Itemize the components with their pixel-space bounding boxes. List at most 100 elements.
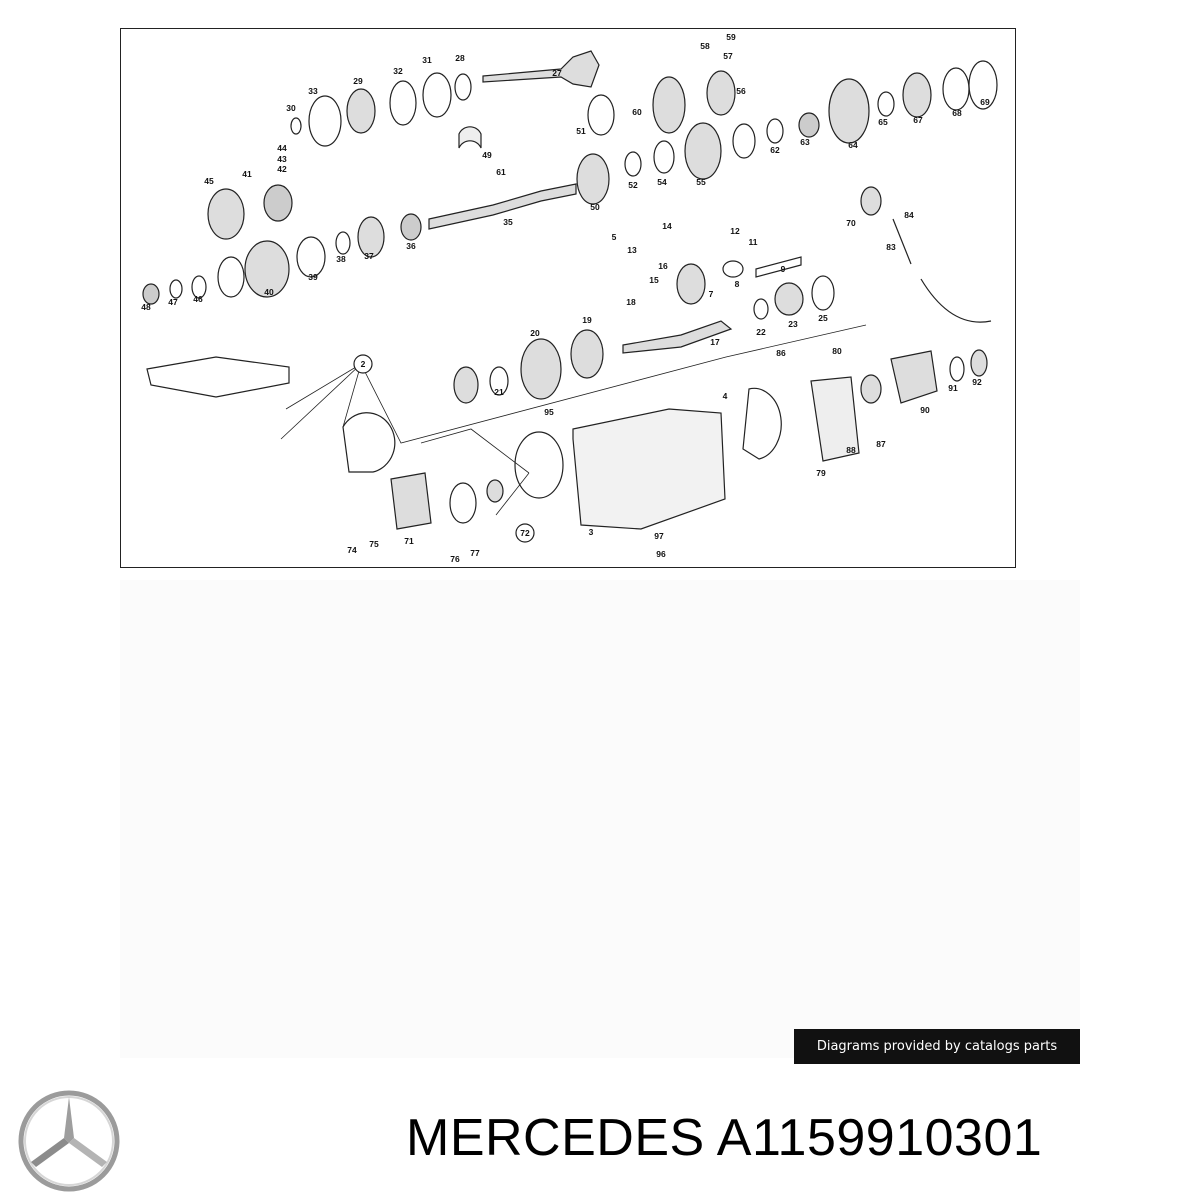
- part-label-95: 95: [544, 407, 554, 417]
- part-label-63: 63: [800, 137, 810, 147]
- gear-50: [576, 153, 610, 205]
- part-label-50: 50: [590, 202, 600, 212]
- leader-line: [420, 428, 530, 516]
- background-panel: [120, 580, 1080, 1058]
- gear-55: [684, 122, 722, 180]
- ring-21: [489, 366, 509, 396]
- part-label-39: 39: [308, 272, 318, 282]
- ring-30: [290, 117, 302, 135]
- needle-48: [142, 283, 160, 305]
- part-label-20: 20: [530, 328, 540, 338]
- part-label-12: 12: [730, 226, 740, 236]
- bearing-29: [346, 88, 376, 134]
- gear-7: [676, 263, 706, 305]
- callout-circle-2: [353, 354, 373, 374]
- part-label-61: 61: [496, 167, 506, 177]
- rear-housing-79: [810, 376, 860, 462]
- part-label-31: 31: [422, 55, 432, 65]
- part-label-44: 44: [277, 143, 287, 153]
- part-label-83: 83: [886, 242, 896, 252]
- part-label-67: 67: [913, 115, 923, 125]
- gear-64: [828, 78, 870, 144]
- seal-92: [970, 349, 988, 377]
- part-label-18: 18: [626, 297, 636, 307]
- washer-52: [624, 151, 642, 177]
- part-label-57: 57: [723, 51, 733, 61]
- part-label-32: 32: [393, 66, 403, 76]
- bearing-21b: [453, 366, 479, 404]
- part-label-90: 90: [920, 405, 930, 415]
- synchro-45: [207, 188, 245, 240]
- part-label-75: 75: [369, 539, 379, 549]
- part-label-46: 46: [193, 294, 203, 304]
- ring-31: [422, 72, 452, 118]
- part-label-88: 88: [846, 445, 856, 455]
- part-label-38: 38: [336, 254, 346, 264]
- attribution-banner: Diagrams provided by catalogs parts: [794, 1029, 1080, 1064]
- part-label-51: 51: [576, 126, 586, 136]
- part-label-59: 59: [726, 32, 736, 42]
- part-label-21: 21: [494, 387, 504, 397]
- part-label-33: 33: [308, 86, 318, 96]
- part-label-92: 92: [972, 377, 982, 387]
- part-label-25: 25: [818, 313, 828, 323]
- part-label-79: 79: [816, 468, 826, 478]
- part-label-36: 36: [406, 241, 416, 251]
- part-label-23: 23: [788, 319, 798, 329]
- part-label-80: 80: [832, 346, 842, 356]
- part-label-60: 60: [632, 107, 642, 117]
- ring-39b: [217, 256, 245, 298]
- shaft-9: [755, 256, 802, 278]
- part-label-29: 29: [353, 76, 363, 86]
- gear-60: [652, 76, 686, 134]
- part-label-40: 40: [264, 287, 274, 297]
- mercedes-star-icon: [18, 1090, 120, 1192]
- part-label-43: 43: [277, 154, 287, 164]
- part-label-9: 9: [781, 264, 786, 274]
- callout-circle-72: [515, 523, 535, 543]
- ring-51: [587, 94, 615, 136]
- part-label-3: 3: [589, 527, 594, 537]
- gasket-cover: [342, 412, 396, 473]
- part-label-84: 84: [904, 210, 914, 220]
- gear-19: [570, 329, 604, 379]
- part-label-13: 13: [627, 245, 637, 255]
- part-number-labels: 2345789111213141516171819202122232527282…: [141, 32, 990, 564]
- part-number: A1159910301: [716, 1109, 1043, 1167]
- bearing-23: [774, 282, 804, 316]
- bushing-8: [722, 260, 744, 278]
- hub-41: [263, 184, 293, 222]
- ring-25: [811, 275, 835, 311]
- gearbox-housing-3: [572, 408, 726, 530]
- main-shaft-35: [428, 183, 577, 230]
- gearbox-exploded-view: 2345789111213141516171819202122232527282…: [141, 32, 998, 564]
- ring-33: [308, 95, 342, 147]
- bearing-shell-49: [458, 126, 482, 149]
- part-label-86: 86: [776, 348, 786, 358]
- part-label-14: 14: [662, 221, 672, 231]
- part-label-28: 28: [455, 53, 465, 63]
- ring-54: [653, 140, 675, 174]
- part-label-91: 91: [948, 383, 958, 393]
- part-label-22: 22: [756, 327, 766, 337]
- part-label-7: 7: [709, 289, 714, 299]
- needle-63: [798, 112, 820, 138]
- part-label-41: 41: [242, 169, 252, 179]
- part-label-97: 97: [654, 531, 664, 541]
- washer-22: [753, 298, 769, 320]
- gear-56: [706, 70, 736, 116]
- part-label-15: 15: [649, 275, 659, 285]
- ring-91: [949, 356, 965, 382]
- part-label-72: 72: [520, 528, 530, 538]
- part-label-52: 52: [628, 180, 638, 190]
- gasket-72a: [514, 431, 564, 499]
- gear-20: [520, 338, 562, 400]
- gear-70: [860, 186, 882, 216]
- part-label-5: 5: [612, 232, 617, 242]
- part-label-4: 4: [723, 391, 728, 401]
- gear-39: [296, 236, 326, 278]
- input-shaft-27: [482, 50, 600, 88]
- ring-65: [877, 91, 895, 117]
- part-label-8: 8: [735, 279, 740, 289]
